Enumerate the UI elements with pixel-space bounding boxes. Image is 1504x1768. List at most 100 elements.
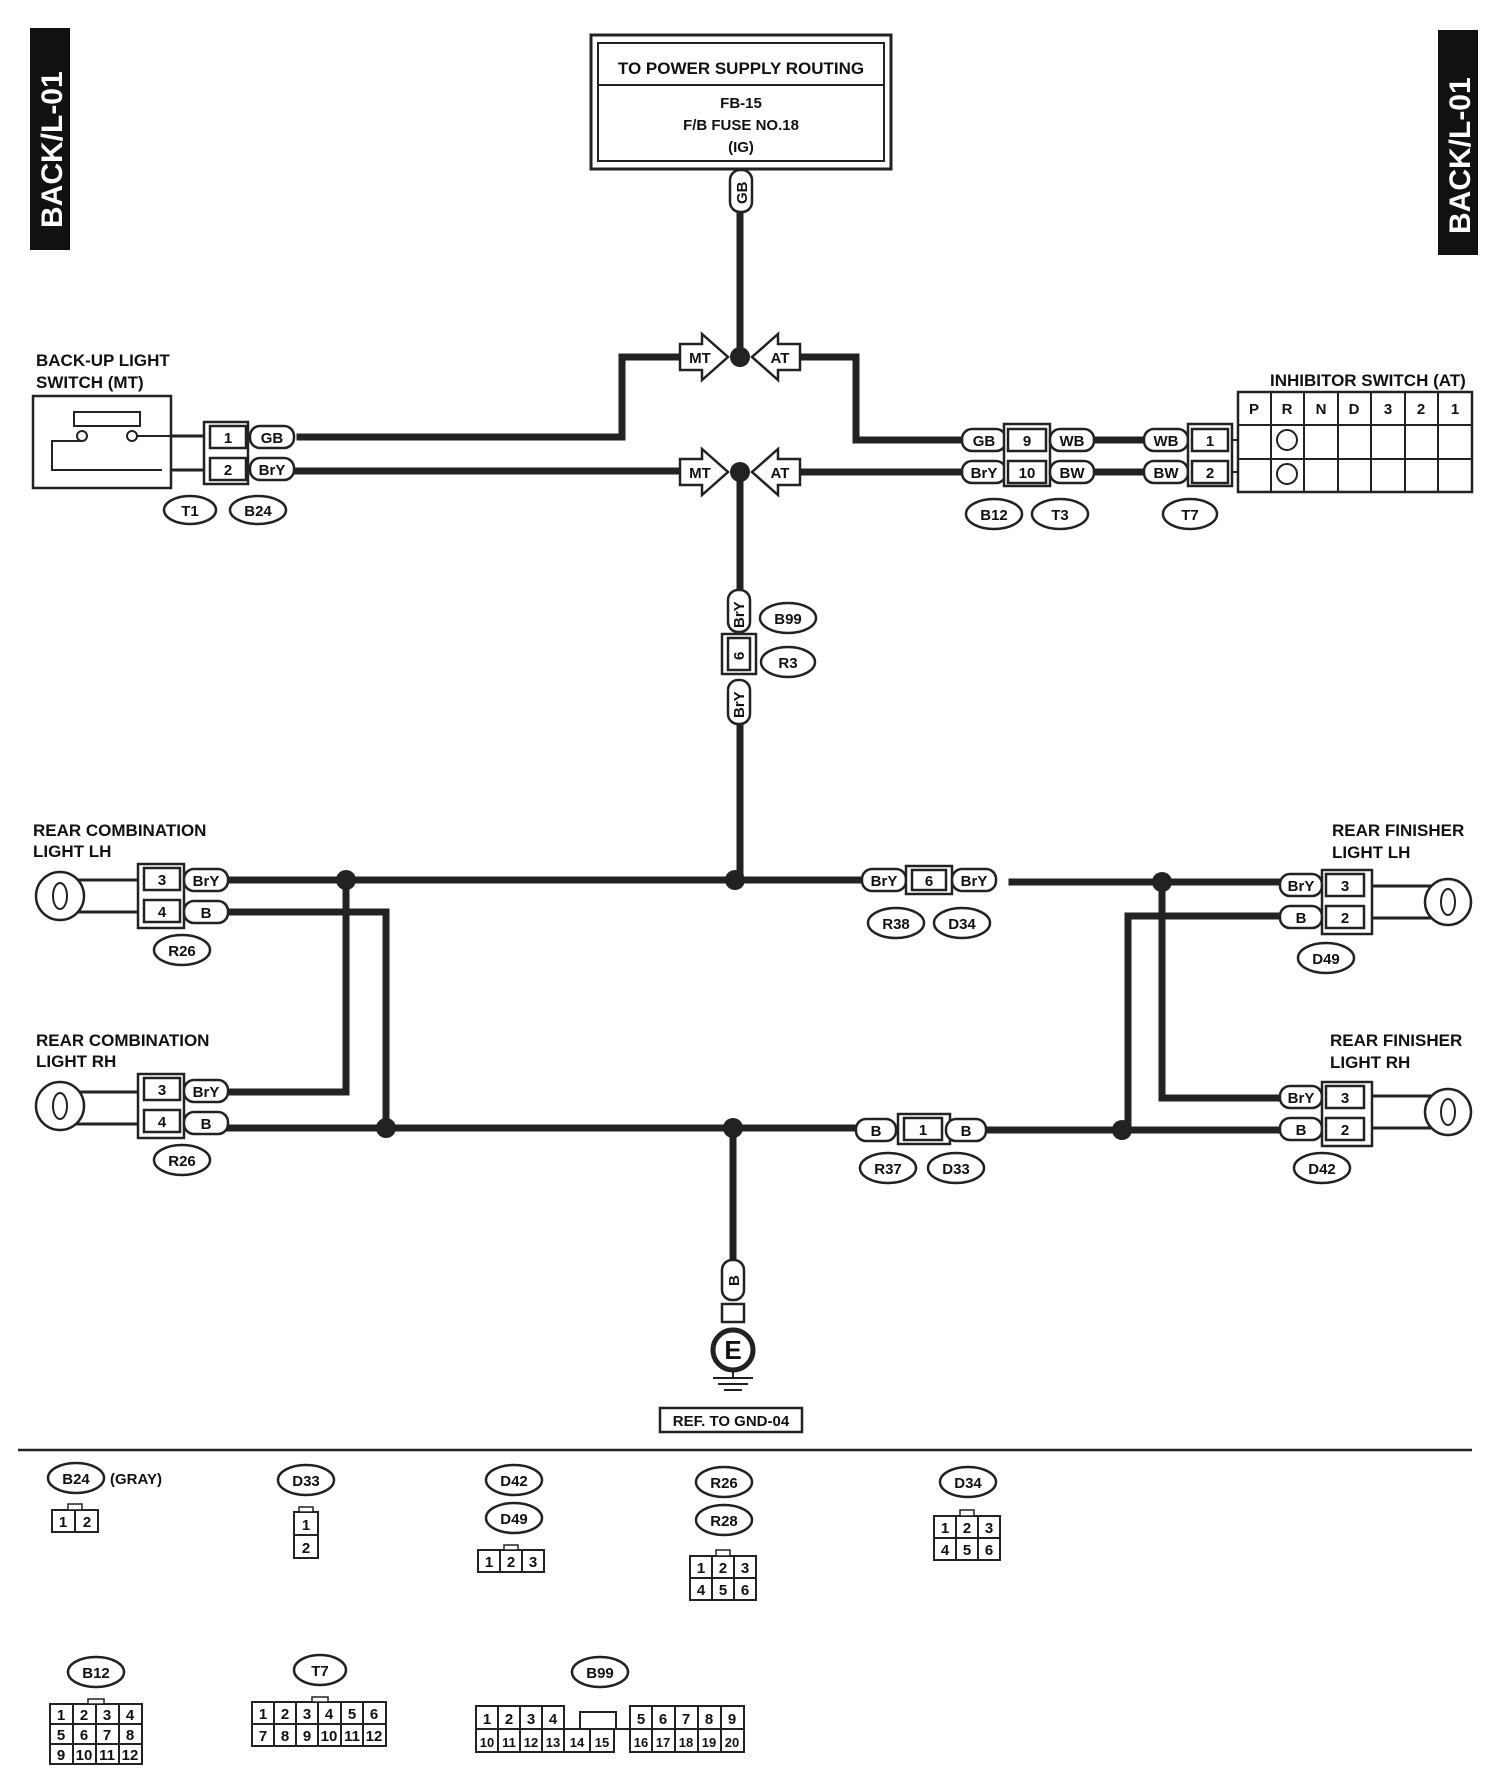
svg-text:B24: B24 [62,1471,90,1488]
svg-text:D49: D49 [1312,951,1340,968]
junction [730,462,750,482]
svg-text:3: 3 [158,872,166,889]
svg-text:D34: D34 [954,1475,982,1492]
legend-t7: T7 1 2 3 4 5 6 7 8 9 10 11 12 [251,1653,387,1747]
connector-label-r37: R37 [858,1151,918,1185]
page-tag-left: BACK/L-01 [30,28,70,250]
svg-text:WB: WB [1154,433,1179,450]
svg-text:D49: D49 [500,1511,528,1528]
power-line1: FB-15 [720,95,762,112]
svg-text:10: 10 [321,1728,338,1745]
svg-text:4: 4 [158,1114,167,1131]
connector-label-d33: D33 [926,1151,986,1185]
svg-text:1: 1 [485,1554,493,1571]
svg-text:B: B [726,1275,743,1286]
svg-text:12: 12 [122,1747,139,1764]
svg-text:1: 1 [1206,433,1214,450]
connector-b99-r3: BrY 6 BrY [720,588,758,726]
svg-text:6: 6 [370,1706,378,1723]
svg-text:6: 6 [925,873,933,890]
legend-b24: B24 (GRAY) 1 2 [46,1461,162,1533]
svg-text:2: 2 [1341,1122,1349,1139]
svg-text:R: R [1282,401,1293,418]
svg-text:3: 3 [985,1520,993,1537]
svg-text:D42: D42 [500,1473,528,1490]
svg-text:T7: T7 [1181,507,1199,524]
svg-text:7: 7 [259,1728,267,1745]
contact-circle [1276,463,1298,485]
svg-text:5: 5 [963,1542,971,1559]
connector-label-b24: B24 [228,494,288,526]
connector-r38-d34: BrY 6 BrY [860,864,998,896]
power-supply-box: TO POWER SUPPLY ROUTING FB-15 F/B FUSE N… [589,33,893,171]
svg-text:18: 18 [679,1735,693,1750]
svg-text:4: 4 [941,1542,950,1559]
connector-label-d49: D49 [1296,941,1356,975]
lamp-icon [34,870,86,922]
svg-text:3: 3 [527,1711,535,1728]
connector-r37-d33: B 1 B [854,1112,988,1146]
svg-text:14: 14 [570,1735,585,1750]
svg-text:D33: D33 [292,1473,320,1490]
connector-label-r26-rh: R26 [152,1143,212,1177]
svg-text:9: 9 [728,1711,736,1728]
connector-label-d42: D42 [1292,1151,1352,1185]
ground-point: B E REF. TO GND-04 [658,1258,804,1434]
svg-text:B99: B99 [774,611,802,628]
svg-text:12: 12 [366,1728,383,1745]
connector-label-t1: T1 [162,494,218,526]
junction [1152,872,1172,892]
at-arrow-lower: AT [750,446,802,498]
svg-text:12: 12 [524,1735,538,1750]
svg-text:R37: R37 [874,1161,902,1178]
svg-text:1: 1 [302,1517,310,1534]
svg-text:5: 5 [719,1582,727,1599]
junction [336,870,356,890]
svg-text:BrY: BrY [871,873,898,890]
svg-text:4: 4 [158,904,167,921]
svg-text:BrY: BrY [731,601,748,628]
svg-text:3: 3 [303,1706,311,1723]
svg-text:R3: R3 [778,655,797,672]
svg-text:2: 2 [80,1707,88,1724]
legend-d34: D34 1 2 3 4 5 6 [933,1465,1001,1561]
svg-text:B: B [1296,910,1307,927]
rear-combination-light-lh: REAR COMBINATION LIGHT LH 3 4 BrY B [33,821,230,930]
svg-text:3: 3 [1384,401,1392,418]
svg-text:N: N [1316,401,1327,418]
svg-text:B: B [871,1123,882,1140]
svg-text:11: 11 [502,1735,516,1750]
svg-text:16: 16 [634,1735,648,1750]
svg-text:4: 4 [549,1711,558,1728]
power-line2: F/B FUSE NO.18 [683,117,799,134]
svg-text:LIGHT RH: LIGHT RH [36,1052,116,1071]
svg-text:2: 2 [1417,401,1425,418]
svg-text:(GRAY): (GRAY) [110,1471,162,1488]
svg-text:WB: WB [1060,433,1085,450]
svg-text:B24: B24 [244,503,272,520]
svg-text:2: 2 [719,1560,727,1577]
svg-text:MT: MT [689,465,711,482]
svg-text:LIGHT LH: LIGHT LH [33,842,111,861]
connector-label-r3: R3 [759,645,817,679]
at-arrow-upper: AT [750,331,802,383]
svg-text:6: 6 [731,652,748,660]
svg-text:T1: T1 [181,503,199,520]
svg-text:2: 2 [281,1706,289,1723]
svg-text:AT: AT [771,350,790,367]
svg-text:GB: GB [261,430,284,447]
lamp-icon [34,1080,86,1132]
svg-text:BrY: BrY [1288,878,1315,895]
svg-text:GB: GB [734,181,751,204]
legend-b12: B12 1 2 3 4 5 6 7 8 9 10 11 12 [49,1655,143,1765]
svg-text:4: 4 [126,1707,135,1724]
junction [376,1118,396,1138]
svg-text:GB: GB [973,433,996,450]
inhibitor-switch: INHIBITOR SWITCH (AT) WB BW 1 2 P R N D … [1142,371,1474,494]
svg-text:AT: AT [771,465,790,482]
svg-text:REAR COMBINATION: REAR COMBINATION [36,1031,209,1050]
connector-b24-block: 1 2 GB BrY [202,420,296,486]
svg-text:LIGHT LH: LIGHT LH [1332,843,1410,862]
svg-text:LIGHT RH: LIGHT RH [1330,1053,1410,1072]
svg-text:3: 3 [529,1554,537,1571]
